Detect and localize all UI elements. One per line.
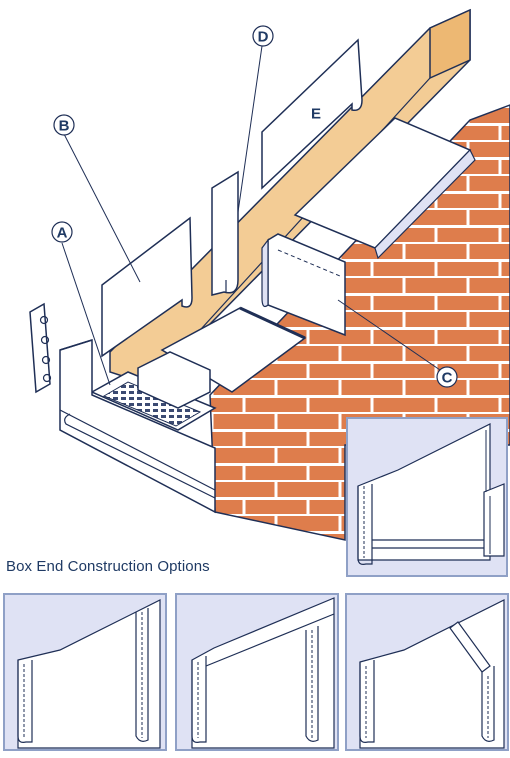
svg-text:D: D xyxy=(258,29,269,46)
soffit-board-upper xyxy=(293,117,476,260)
panel-b xyxy=(101,216,193,358)
option-3 xyxy=(345,593,509,751)
callout-b: B xyxy=(53,114,75,136)
callout-a: A xyxy=(51,221,73,243)
vented-soffit-fascia-a xyxy=(59,338,217,514)
callout-e: E xyxy=(306,103,326,123)
callout-d: D xyxy=(252,25,274,47)
roof-rafter xyxy=(109,8,471,386)
option-2 xyxy=(175,593,339,751)
svg-text:E: E xyxy=(311,106,321,123)
option-1 xyxy=(3,593,167,751)
section-title: Box End Construction Options xyxy=(6,558,210,575)
panel-d xyxy=(211,170,239,296)
svg-text:C: C xyxy=(442,370,453,387)
j-trim-clip xyxy=(29,302,52,394)
callout-c: C xyxy=(436,366,458,388)
svg-text:A: A xyxy=(57,225,68,242)
detail-inset xyxy=(346,417,508,577)
svg-text:B: B xyxy=(59,118,70,135)
leader-lines xyxy=(61,45,441,386)
box-end-panel-c xyxy=(261,233,346,337)
